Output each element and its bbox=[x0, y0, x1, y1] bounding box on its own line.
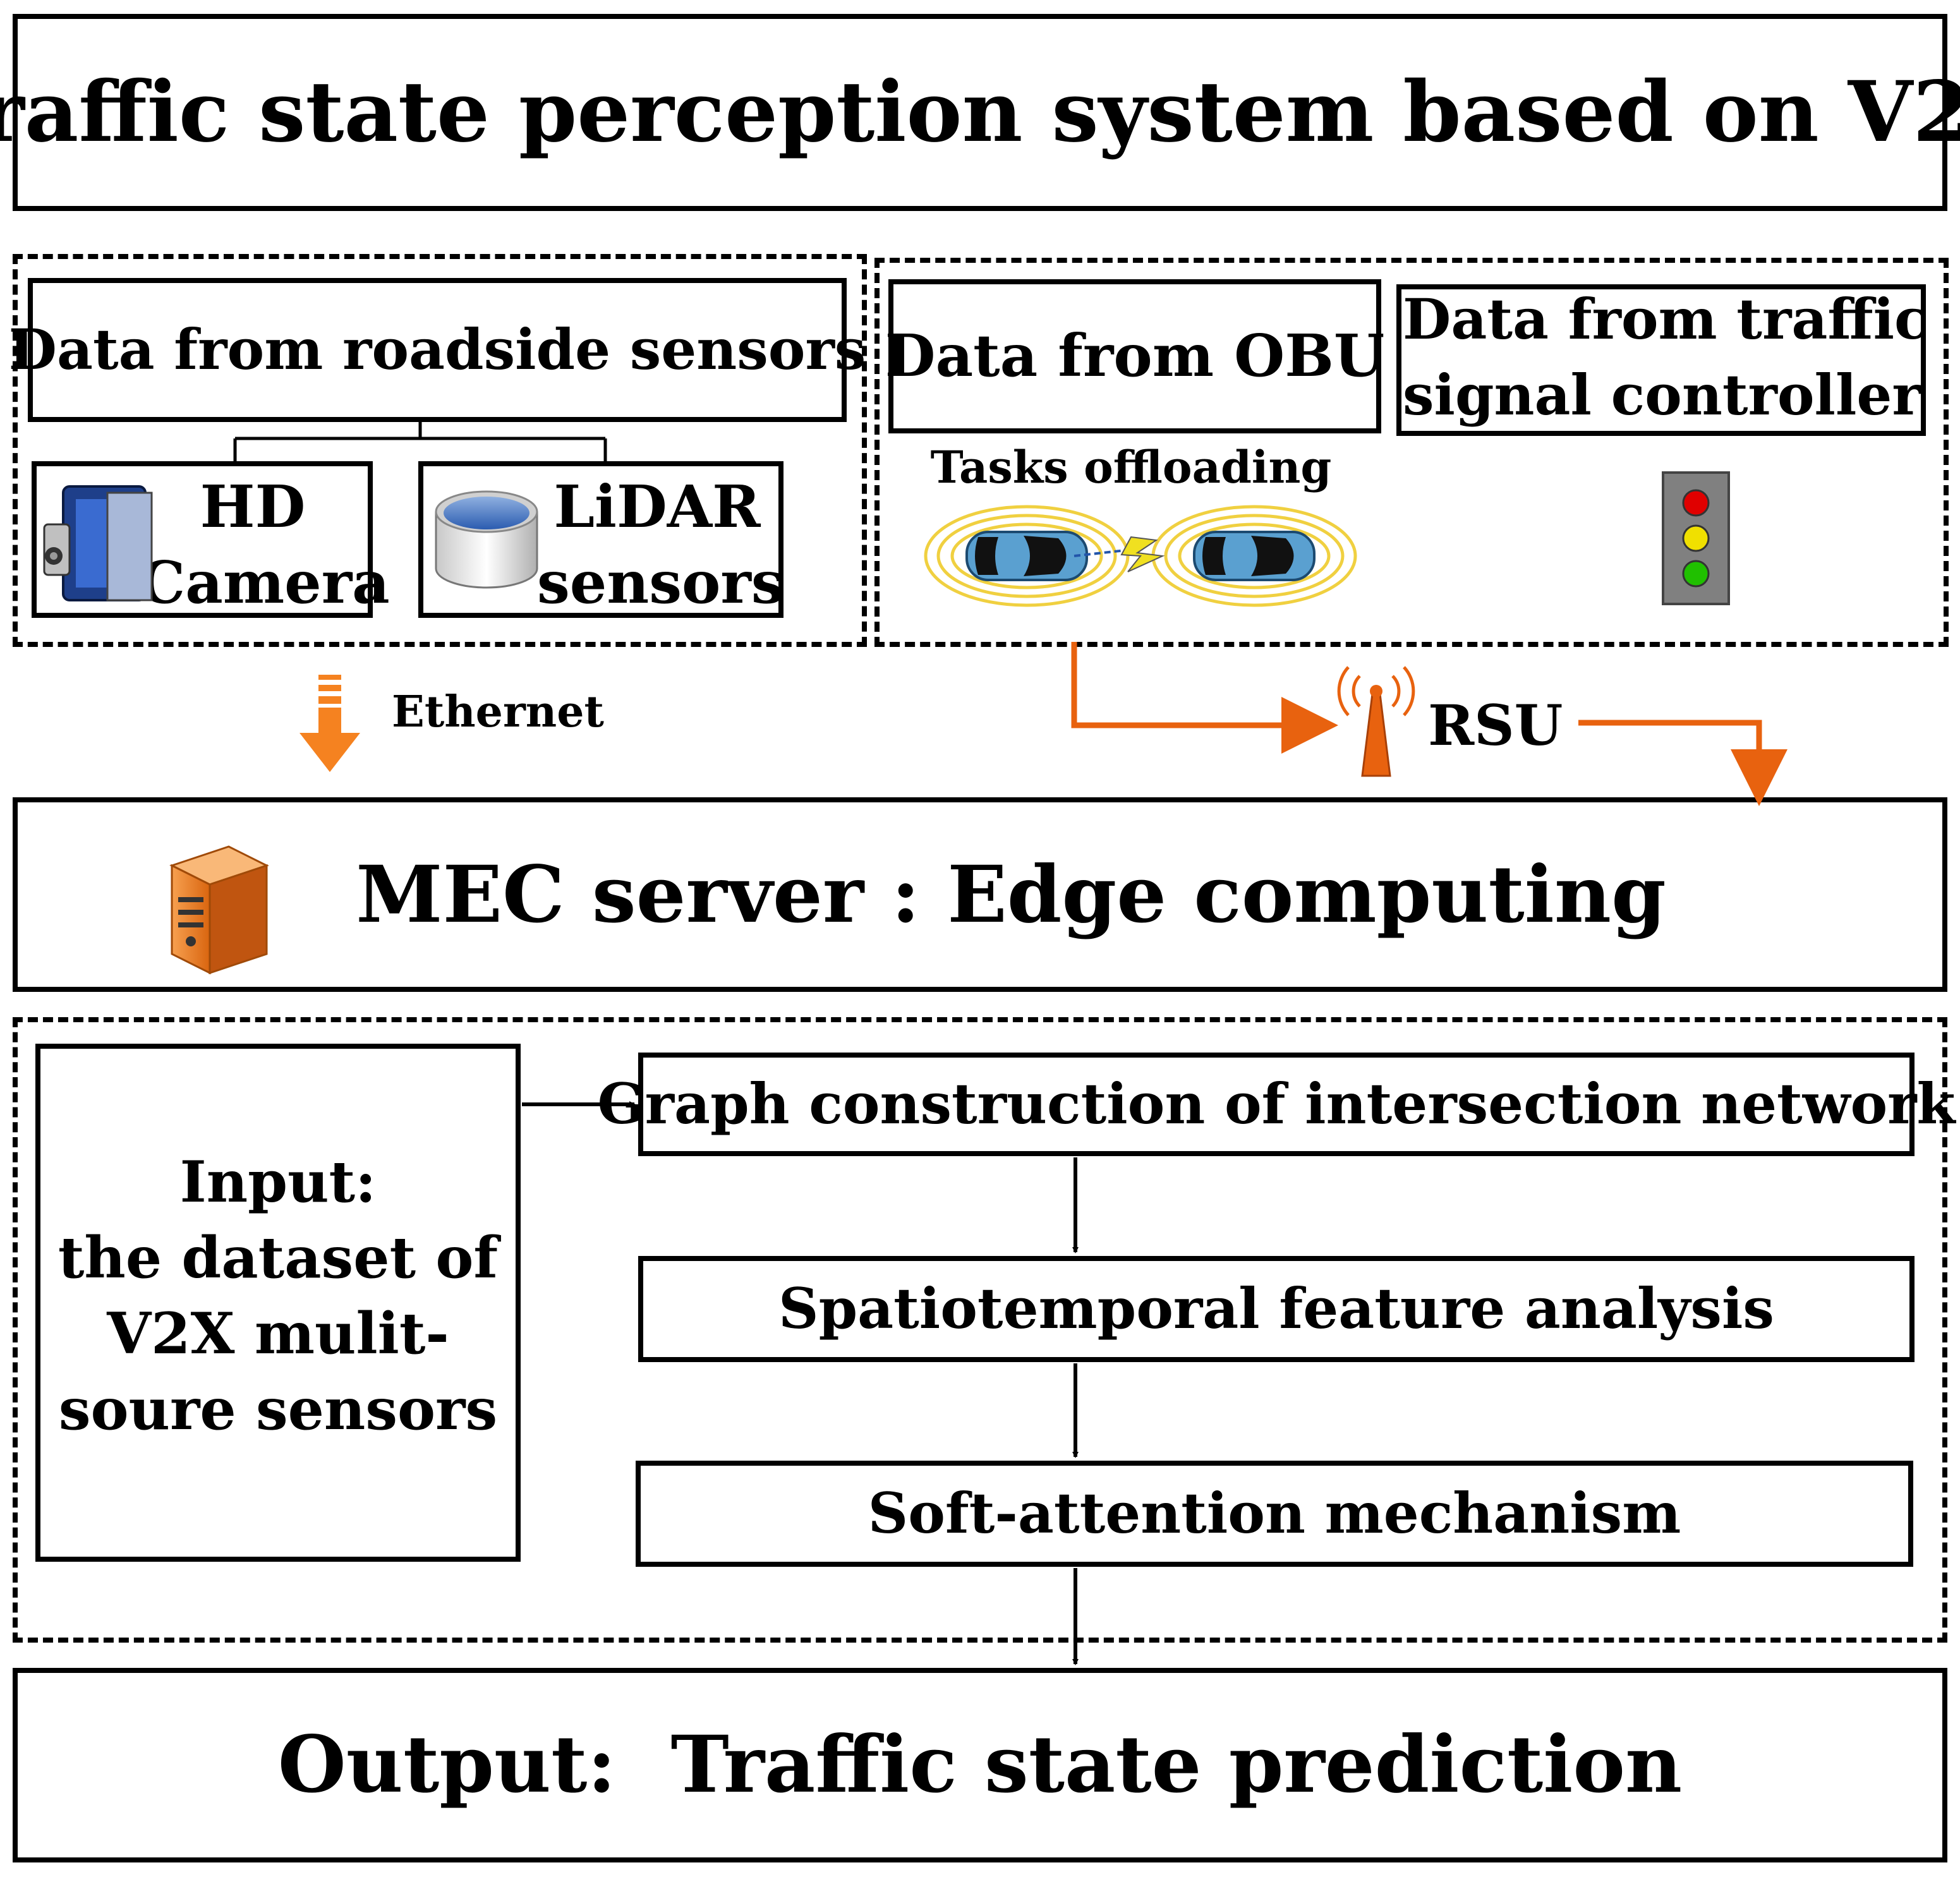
diagram-title: Traffic state perception system based on… bbox=[0, 63, 1960, 162]
server-icon bbox=[169, 845, 269, 975]
input-box bbox=[35, 1044, 521, 1562]
ethernet-arrow bbox=[299, 675, 360, 772]
output-label: Output: Traffic state prediction bbox=[277, 1718, 1683, 1811]
step-spatiotemporal: Spatiotemporal feature analysis bbox=[638, 1256, 1915, 1362]
roadside-heading-box: Data from roadside sensors bbox=[9, 278, 866, 422]
processing-group bbox=[13, 1017, 1947, 1643]
camera-label-2: Camera bbox=[139, 548, 390, 617]
obu-heading-box: Data from OBU bbox=[885, 279, 1385, 433]
antenna-icon bbox=[1337, 666, 1415, 777]
v2v-link-icon bbox=[1074, 536, 1165, 572]
roadside-bracket bbox=[233, 422, 607, 462]
signal-heading-box bbox=[1396, 284, 1926, 436]
obu-heading: Data from OBU bbox=[885, 322, 1385, 390]
car-icon bbox=[924, 505, 1130, 607]
mec-box bbox=[13, 797, 1947, 992]
roadside-group bbox=[13, 254, 867, 647]
rsu-to-mec-arrow bbox=[1578, 720, 1788, 806]
step-2-label: Spatiotemporal feature analysis bbox=[778, 1276, 1774, 1342]
signal-heading-1: Data from traffic bbox=[1403, 286, 1928, 352]
camcorder-icon bbox=[43, 485, 153, 601]
step-1-label: Graph construction of intersection netwo… bbox=[597, 1071, 1956, 1137]
vehicle-signal-group bbox=[874, 258, 1949, 647]
lidar-box bbox=[418, 461, 783, 618]
mec-label: MEC server : Edge computing bbox=[356, 849, 1666, 941]
traffic-light-icon bbox=[1662, 471, 1730, 605]
output-box: Output: Traffic state prediction bbox=[13, 1668, 1947, 1862]
tasks-offloading-label: Tasks offloading bbox=[930, 441, 1332, 493]
roadside-heading: Data from roadside sensors bbox=[8, 317, 866, 383]
step-soft-attention: Soft-attention mechanism bbox=[636, 1461, 1913, 1567]
input-line-2: the dataset of bbox=[57, 1224, 499, 1291]
car-icon bbox=[1151, 505, 1357, 607]
lidar-icon bbox=[435, 490, 538, 589]
input-line-3: V2X mulit- bbox=[107, 1300, 449, 1367]
rsu-label: RSU bbox=[1428, 692, 1563, 758]
camera-box bbox=[32, 461, 373, 618]
lidar-label-2: sensors bbox=[537, 548, 784, 617]
ethernet-label: Ethernet bbox=[392, 687, 604, 737]
title-box: Traffic state perception system based on… bbox=[0, 14, 1960, 211]
step-3-label: Soft-attention mechanism bbox=[868, 1480, 1681, 1547]
camera-label-1: HD bbox=[200, 473, 306, 541]
obu-to-rsu-arrow bbox=[1071, 642, 1338, 754]
step-graph-construction: Graph construction of intersection netwo… bbox=[598, 1053, 1955, 1156]
input-line-1: Input: bbox=[179, 1149, 377, 1216]
lidar-label-1: LiDAR bbox=[554, 473, 761, 541]
signal-heading-2: signal controller bbox=[1403, 362, 1921, 428]
input-line-4: soure sensors bbox=[58, 1376, 498, 1443]
